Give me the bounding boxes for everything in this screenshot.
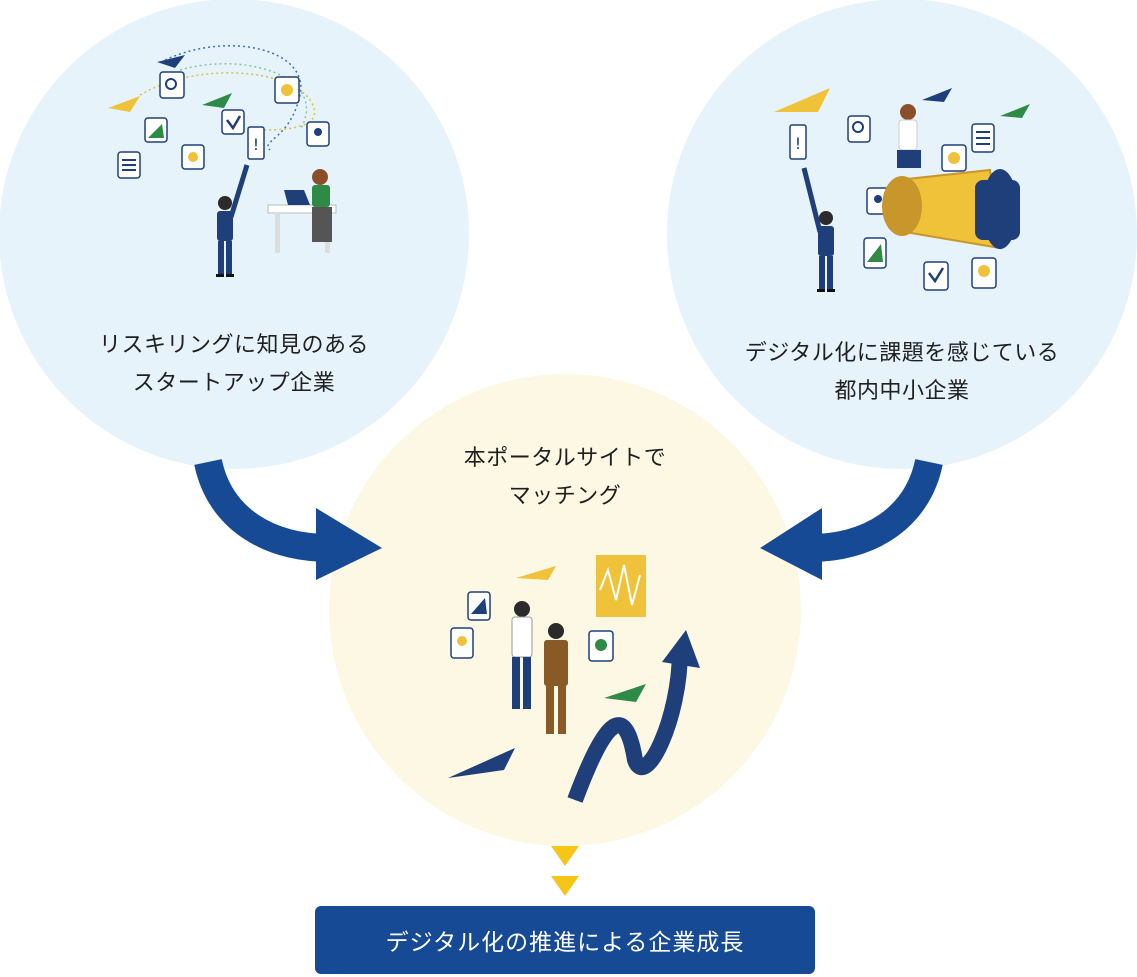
result-box: デジタル化の推進による企業成長 (315, 906, 815, 974)
sme-label-line1: デジタル化に課題を感じている (744, 341, 1060, 366)
handshake-figures (511, 601, 568, 734)
paper-plane-icon (516, 566, 556, 580)
search-icon (159, 71, 185, 99)
paper-plane-icon (448, 748, 515, 778)
search-icon (847, 115, 871, 143)
left-circle (0, 0, 469, 469)
megaphone-icon (882, 168, 1020, 250)
check-icon (923, 261, 949, 291)
paper-plane-icon (108, 96, 140, 112)
result-text: デジタル化の推進による企業成長 (385, 930, 745, 956)
matching-label-line2: マッチング (508, 484, 622, 509)
startup-label: リスキリングに知見のある スタートアップ企業 (0, 327, 468, 403)
alert-sign-icon (789, 124, 807, 160)
matching-label: 本ポータルサイトで マッチング (330, 440, 800, 516)
startup-label-line1: リスキリングに知見のある (98, 333, 369, 358)
matching-label-line1: 本ポータルサイトで (463, 446, 667, 471)
paper-plane-icon (774, 88, 830, 112)
startup-label-line2: スタートアップ企業 (132, 371, 336, 396)
center-circle (329, 374, 801, 846)
right-illustration: ! (774, 88, 1030, 292)
svg-text:!: ! (795, 134, 801, 153)
woman-at-desk-figure (267, 169, 337, 253)
paper-plane-icon (922, 88, 952, 102)
standing-man-figure (216, 164, 250, 277)
left-curved-arrow (194, 458, 382, 580)
paper-plane-icon (1000, 104, 1030, 118)
paper-plane-icon (157, 55, 185, 68)
left-illustration: ! (108, 44, 337, 277)
paper-plane-icon (604, 684, 646, 702)
alert-sign-icon (247, 126, 265, 160)
sme-label-line2: 都内中小企業 (834, 379, 970, 404)
center-illustration (448, 555, 700, 803)
woman-on-megaphone-figure (897, 104, 921, 168)
sme-label: デジタル化に課題を感じている 都内中小企業 (667, 335, 1137, 411)
down-arrow-bottom (551, 876, 579, 896)
check-icon (221, 109, 245, 135)
standing-man-figure (801, 167, 835, 292)
down-arrow-top (551, 846, 579, 866)
graph-board-icon (596, 555, 646, 617)
svg-text:!: ! (253, 135, 259, 154)
paper-plane-icon (202, 93, 232, 108)
right-curved-arrow (760, 458, 943, 580)
growth-arrow-icon (567, 630, 700, 803)
